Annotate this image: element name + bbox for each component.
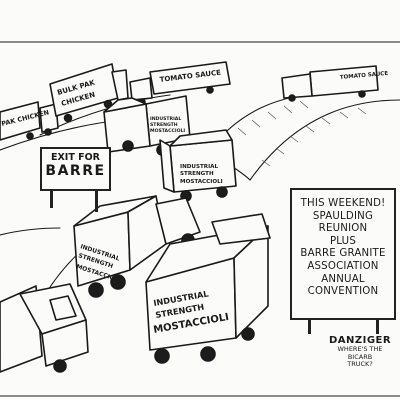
billboard-post-right xyxy=(376,320,379,334)
caption-line-1: WHERE'S THE xyxy=(337,345,383,353)
truck-right-middle: INDUSTRIAL STRENGTH MOSTACCIOLI xyxy=(159,129,237,202)
truck-middle-label-1: INDUSTRIAL xyxy=(150,116,181,122)
truck-far-left: PAK CHICKEN xyxy=(0,101,59,141)
truck-bulk-pak: BULK PAK CHICKEN xyxy=(49,63,129,123)
billboard-post-left xyxy=(308,320,311,334)
truck-middle-label-3: MOSTACCIOLI xyxy=(150,128,185,134)
billboard-line-6: ASSOCIATION xyxy=(307,260,379,272)
exit-sign-line-1: EXIT FOR xyxy=(50,152,101,163)
billboard-text: THIS WEEKEND! SPAULDING REUNION PLUS BAR… xyxy=(292,198,394,299)
truck-far-right-label: TOMATO SAUCE xyxy=(340,71,389,81)
truck-front: INDUSTRIAL STRENGTH MOSTACCIOLI xyxy=(145,213,271,364)
truck-left-middle: INDUSTRIAL STRENGTH MOSTACCIOLI xyxy=(73,195,201,298)
exit-sign: EXIT FOR BARRE xyxy=(40,147,111,191)
truck-tomato-sauce: TOMATO SAUCE xyxy=(129,61,231,106)
billboard-line-7: ANNUAL xyxy=(321,273,365,285)
truck-right-middle-label-3: MOSTACCIOLI xyxy=(180,179,223,185)
billboard-line-3: REUNION xyxy=(318,223,368,235)
billboard-line-5: BARRE GRANITE xyxy=(300,248,386,260)
truck-middle-label-2: STRENGTH xyxy=(150,122,178,128)
truck-right-middle-label-2: STRENGTH xyxy=(180,171,214,177)
exit-sign-post-right xyxy=(95,190,98,212)
truck-far-right: TOMATO SAUCE xyxy=(281,65,389,102)
billboard: THIS WEEKEND! SPAULDING REUNION PLUS BAR… xyxy=(290,188,396,320)
exit-sign-line-2: BARRE xyxy=(45,163,106,179)
truck-bottom-left xyxy=(0,283,89,373)
artist-name: DANZIGER xyxy=(328,335,392,346)
truck-right-middle-label-1: INDUSTRIAL xyxy=(180,164,219,170)
caption-line-3: TRUCK? xyxy=(347,360,373,369)
billboard-line-8: CONVENTION xyxy=(307,286,379,298)
billboard-line-1: THIS WEEKEND! xyxy=(300,198,386,209)
exit-sign-post-left xyxy=(50,190,53,208)
caption-line-2: BICARB xyxy=(347,352,373,361)
billboard-line-2: SPAULDING xyxy=(312,210,374,222)
signature: DANZIGER WHERE'S THE BICARB TRUCK? xyxy=(325,335,395,369)
billboard-line-4: PLUS xyxy=(329,235,357,247)
